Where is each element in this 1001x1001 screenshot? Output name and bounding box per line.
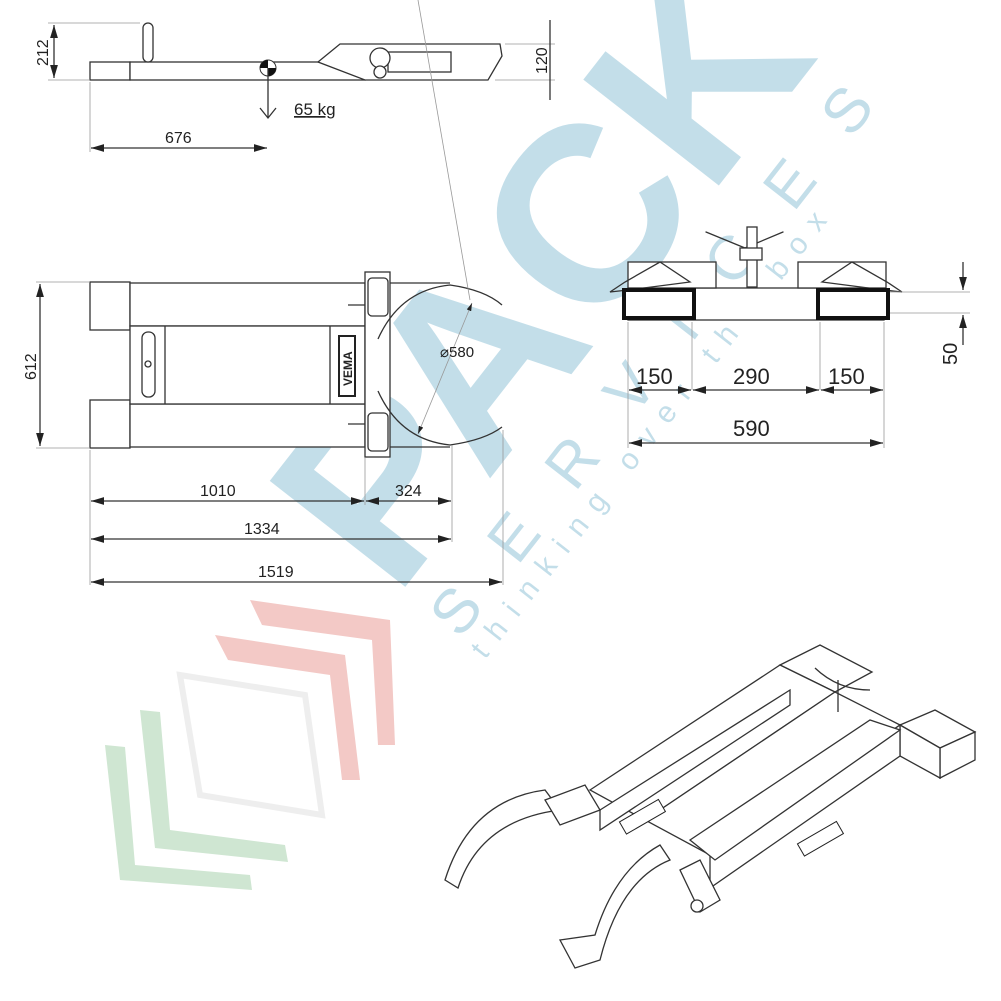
isometric-view (444, 644, 977, 969)
clamp-arm-upper (377, 284, 503, 340)
dim-212: 212 (35, 39, 52, 66)
dim-1010: 1010 (200, 483, 236, 500)
clamp-arm-lower (377, 390, 503, 446)
plan-view: VEMA ⌀580 612 1010 324 1334 1519 (23, 0, 504, 586)
decorative-chevrons (105, 600, 395, 890)
front-view: 50 150 290 150 590 (609, 226, 970, 448)
dim-150-right: 150 (828, 364, 865, 389)
dim-1334: 1334 (244, 521, 280, 538)
dim-676: 676 (165, 130, 192, 147)
dim-50: 50 (940, 343, 962, 365)
dim-590: 590 (733, 416, 770, 441)
dim-120: 120 (534, 47, 551, 74)
brand-label-plan: VEMA (341, 351, 355, 386)
dim-290: 290 (733, 364, 770, 389)
dim-612: 612 (23, 353, 40, 380)
weight-arrow-icon (259, 107, 277, 120)
dim-150-left: 150 (636, 364, 673, 389)
dim-324: 324 (395, 483, 422, 500)
weight-label: 65 kg (294, 100, 336, 119)
dim-diameter-580: ⌀580 (440, 344, 474, 361)
side-view: 65 kg 212 120 676 (35, 20, 555, 152)
dim-1519: 1519 (258, 564, 294, 581)
